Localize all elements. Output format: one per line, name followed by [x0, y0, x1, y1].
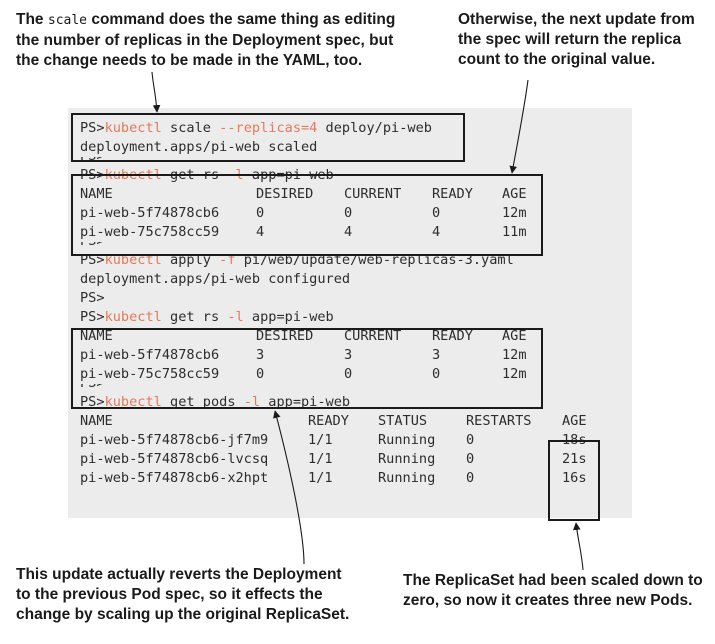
table-row: pi-web-5f74878cb6 0 0 0 12m	[80, 205, 527, 221]
leader-line-new-pods	[572, 522, 584, 571]
annotation-scale-command: The scale command does the same thing as…	[16, 11, 396, 69]
annotation-new-pods: The ReplicaSet had been scaled down to z…	[403, 572, 703, 609]
pods-table-header: NAME READY STATUS RESTARTS AGE	[80, 413, 587, 429]
table-row: pi-web-5f74878cb6-lvcsq 1/1 Running 0 21…	[80, 451, 587, 467]
table-row: pi-web-5f74878cb6-x2hpt 1/1 Running 0 16…	[80, 470, 587, 486]
rs-table-header: NAME DESIRED CURRENT READY AGE	[80, 328, 527, 344]
table-row: pi-web-5f74878cb6-jf7m9 1/1 Running 0 18…	[80, 432, 587, 448]
table-row: pi-web-75c758cc59 0 0 0 12m	[80, 366, 527, 382]
prompt-line: PS>	[80, 384, 514, 393]
output-line-scaled: deployment.apps/pi-web scaled	[80, 139, 318, 155]
annotation-revert-update: This update actually reverts the Deploym…	[16, 566, 350, 623]
table-row: pi-web-75c758cc59 4 4 4 11m	[80, 224, 527, 240]
command-line-get-pods: PS>kubectl get pods -l app=pi-web	[80, 394, 351, 410]
command-line-scale: PS>kubectl scale --replicas=4 deploy/pi-…	[80, 120, 432, 136]
annotation-next-update: Otherwise, the next update from the spec…	[458, 11, 695, 68]
prompt-line: PS>	[80, 290, 105, 306]
prompt-line: PS>	[80, 157, 514, 166]
terminal-window	[68, 108, 632, 518]
output-line-configured: deployment.apps/pi-web configured	[80, 271, 351, 287]
command-line-get-rs: PS>kubectl get rs -l app=pi-web	[80, 167, 334, 183]
leader-line-scale	[151, 71, 161, 113]
table-row: pi-web-5f74878cb6 3 3 3 12m	[80, 347, 527, 363]
rs-table-header: NAME DESIRED CURRENT READY AGE	[80, 186, 527, 202]
command-line-get-rs-2: PS>kubectl get rs -l app=pi-web	[80, 309, 334, 325]
prompt-line: PS>	[80, 242, 514, 251]
command-line-apply: PS>kubectl apply -f pi/web/update/web-re…	[80, 252, 514, 268]
inline-code-scale: scale	[47, 13, 88, 28]
terminal-output: PS>kubectl scale --replicas=4 deploy/pi-…	[80, 119, 587, 488]
